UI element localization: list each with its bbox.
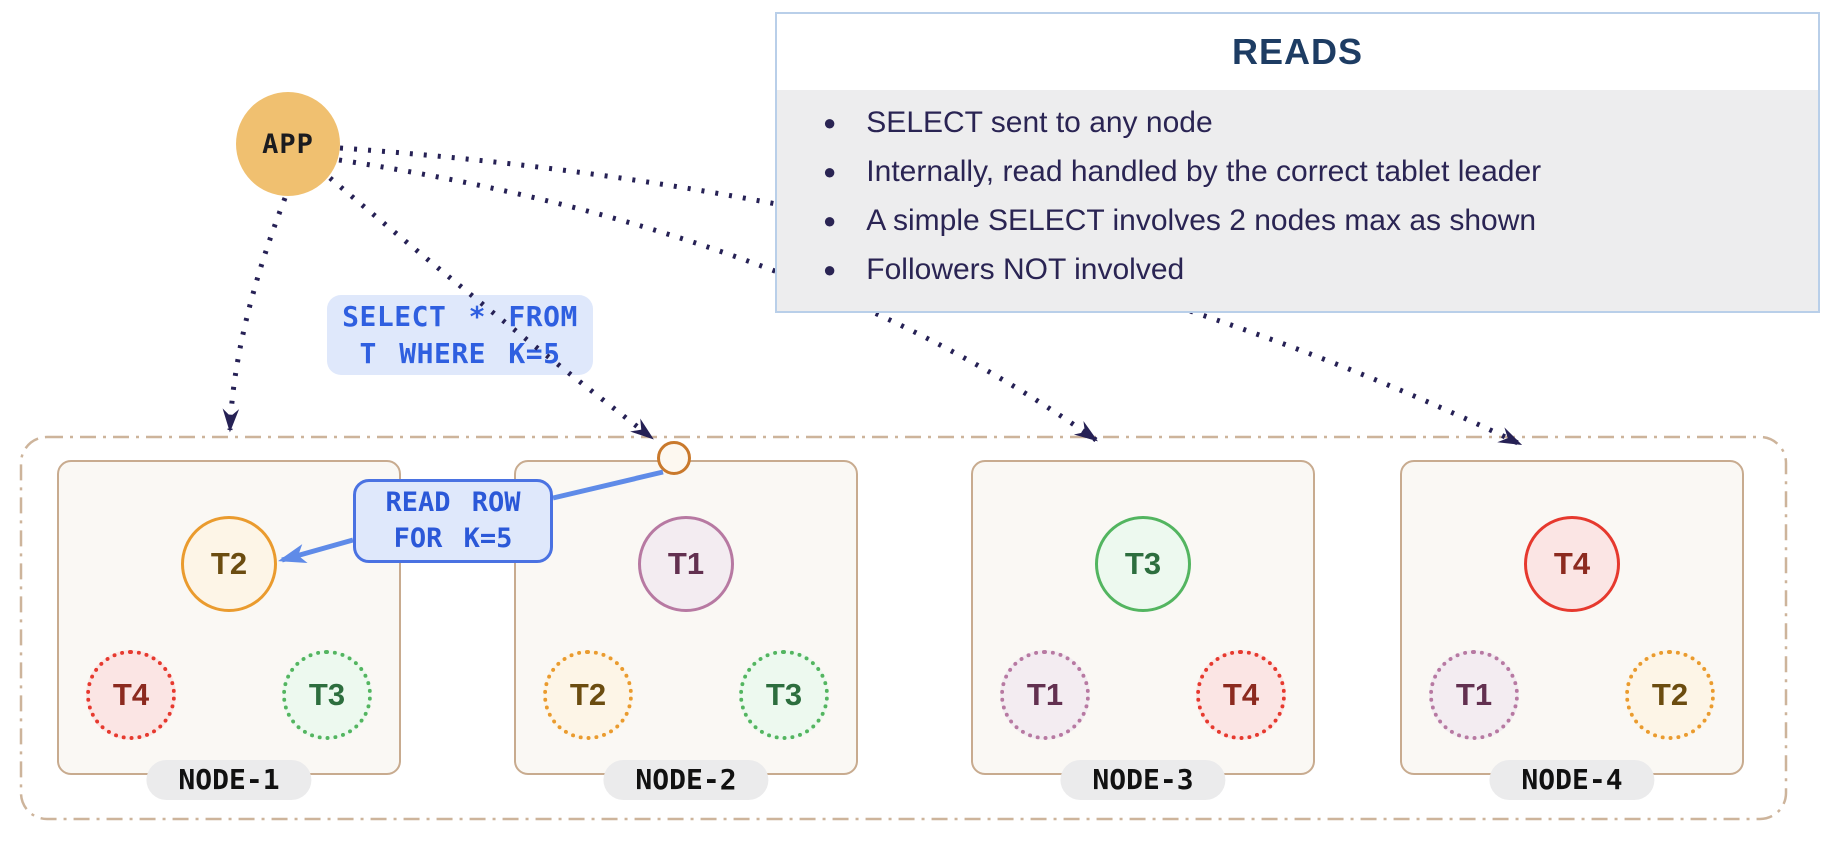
tablet-label: T3	[765, 677, 803, 712]
tablet-follower: T3	[739, 650, 829, 740]
tablet-label: T2	[1651, 677, 1689, 712]
bullet-icon	[823, 110, 836, 136]
node-card-1: T2 T4 T3 NODE-1	[57, 460, 401, 800]
callout-line-1: READ ROW	[385, 487, 521, 518]
tablet-follower: T2	[543, 650, 633, 740]
bullet-icon	[823, 208, 836, 234]
tablet-label: T1	[1026, 677, 1064, 712]
read-row-callout: READ ROW FOR K=5	[353, 479, 553, 563]
tablet-leader: T2	[181, 516, 277, 612]
tablet-follower: T3	[282, 650, 372, 740]
tablet-label: T1	[667, 546, 705, 581]
list-item: Internally, read handled by the correct …	[777, 155, 1818, 204]
node-card-4: T4 T1 T2 NODE-4	[1400, 460, 1744, 800]
bullet-text: A simple SELECT involves 2 nodes max as …	[866, 204, 1537, 237]
app-label: APP	[262, 128, 314, 160]
query-label: SELECT * FROM T WHERE K=5	[327, 295, 593, 375]
reads-panel-header: READS	[777, 14, 1818, 90]
node-card-3: T3 T1 T4 NODE-3	[971, 460, 1315, 800]
tablet-follower: T2	[1625, 650, 1715, 740]
node-label: NODE-3	[1060, 760, 1226, 800]
tablet-label: T3	[1124, 546, 1162, 581]
tablet-leader: T1	[638, 516, 734, 612]
list-item: Followers NOT involved	[777, 253, 1818, 302]
tablet-follower: T1	[1000, 650, 1090, 740]
node-card-2: T1 T2 T3 NODE-2	[514, 460, 858, 800]
tablet-label: T4	[1222, 677, 1260, 712]
query-line-2: T WHERE K=5	[359, 337, 561, 370]
tablet-label: T2	[569, 677, 607, 712]
reads-panel-body: SELECT sent to any node Internally, read…	[777, 90, 1818, 302]
request-entry-point-icon	[657, 441, 691, 475]
node-label: NODE-4	[1489, 760, 1655, 800]
tablet-label: T2	[210, 546, 248, 581]
bullet-text: Followers NOT involved	[866, 253, 1185, 286]
node-label: NODE-1	[146, 760, 312, 800]
list-item: A simple SELECT involves 2 nodes max as …	[777, 204, 1818, 253]
tablet-leader: T4	[1524, 516, 1620, 612]
bullet-icon	[823, 159, 836, 185]
query-line-1: SELECT * FROM	[342, 300, 578, 333]
dotted-arrow-to-node-1	[222, 197, 288, 433]
tablet-follower: T1	[1429, 650, 1519, 740]
callout-line-2: FOR K=5	[393, 523, 513, 554]
bullet-icon	[823, 257, 836, 283]
tablet-follower: T4	[1196, 650, 1286, 740]
tablet-follower: T4	[86, 650, 176, 740]
tablet-label: T3	[308, 677, 346, 712]
tablet-label: T4	[1553, 546, 1591, 581]
list-item: SELECT sent to any node	[777, 106, 1818, 155]
app-node: APP	[236, 92, 340, 196]
reads-panel: READS SELECT sent to any node Internally…	[775, 12, 1820, 313]
tablet-leader: T3	[1095, 516, 1191, 612]
bullet-text: SELECT sent to any node	[866, 106, 1213, 139]
tablet-label: T4	[112, 677, 150, 712]
node-label: NODE-2	[603, 760, 769, 800]
bullet-text: Internally, read handled by the correct …	[866, 155, 1542, 188]
reads-title: READS	[1231, 31, 1364, 72]
tablet-label: T1	[1455, 677, 1493, 712]
